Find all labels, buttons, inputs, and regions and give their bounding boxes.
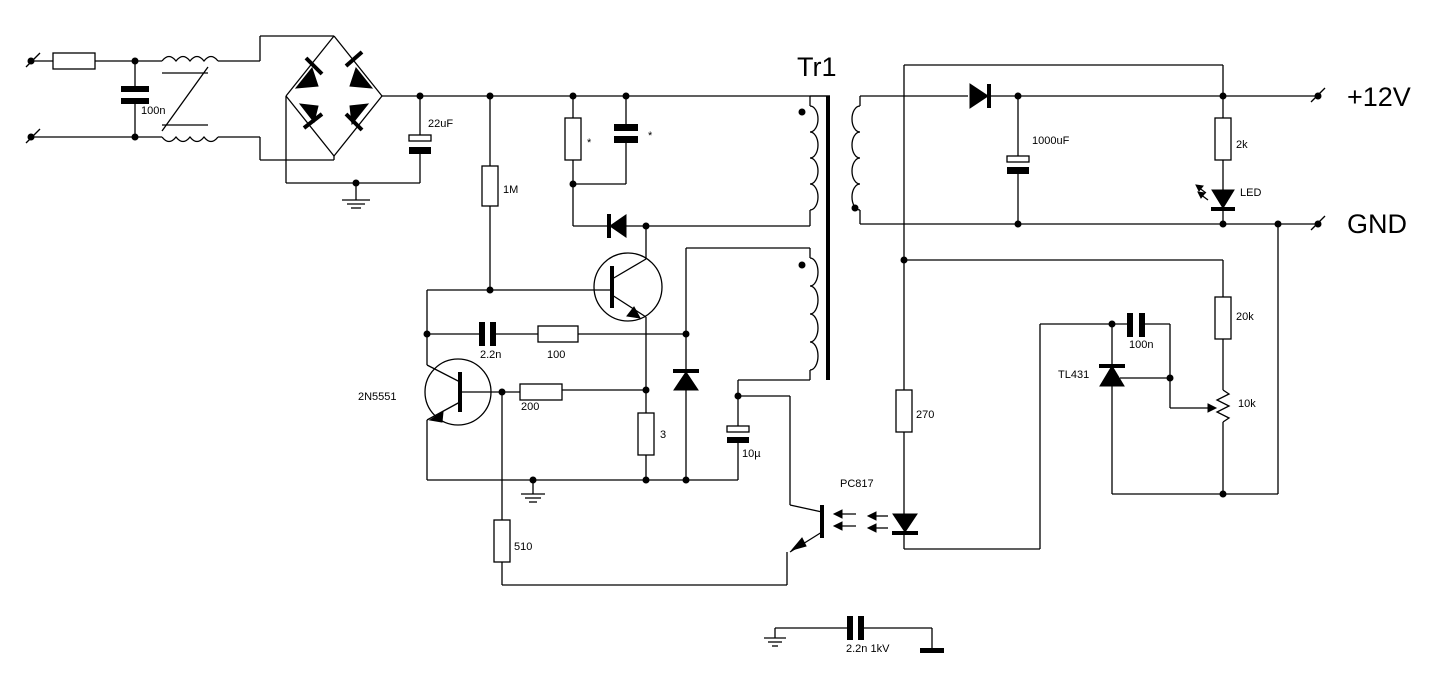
- aux-winding: 10µ: [673, 247, 810, 505]
- r-510-label: 510: [514, 541, 532, 553]
- input-section: 100n: [25, 35, 334, 161]
- c-base-label: 2.2n: [480, 349, 501, 361]
- bridge-rectifier: [285, 35, 830, 209]
- output-terminal-gnd: [1314, 220, 1322, 228]
- switching-transistor: [427, 226, 663, 480]
- sense-network: 2.2n 100 2N5551 200 3 510: [358, 290, 787, 586]
- c-out-label: 1000uF: [1032, 135, 1070, 147]
- choke-top: [161, 55, 219, 63]
- c-y-label: 2.2n 1kV: [846, 643, 890, 655]
- transformer-label: Tr1: [797, 52, 837, 82]
- r-200-label: 200: [521, 401, 539, 413]
- output-terminal-pos: [1314, 92, 1322, 100]
- feedback-network: 20k 10k 270 100n TL431: [895, 224, 1279, 550]
- optocoupler: PC817: [786, 478, 918, 585]
- tl431-label: TL431: [1058, 369, 1089, 381]
- c-snub-label: *: [648, 130, 653, 142]
- transformer: Tr1: [797, 52, 861, 380]
- snubber: * *: [564, 92, 810, 238]
- r-20k-label: 20k: [1236, 311, 1254, 323]
- opto-label: PC817: [840, 478, 874, 490]
- led-label: LED: [1240, 187, 1261, 199]
- c-filter-label: 100n: [141, 105, 165, 117]
- pot-10k-label: 10k: [1238, 398, 1256, 410]
- out-pos-label: +12V: [1347, 82, 1411, 112]
- r-start-label: 1M: [503, 184, 518, 196]
- choke-bottom: [161, 135, 219, 143]
- q-sense-label: 2N5551: [358, 391, 397, 403]
- c-aux-label: 10µ: [742, 448, 761, 460]
- r-snub-label: *: [587, 137, 592, 149]
- start-resistor: 1M: [481, 92, 518, 290]
- potentiometer-10k: [1215, 389, 1231, 423]
- r-base-label: 100: [547, 349, 565, 361]
- r-led-label: 2k: [1236, 139, 1248, 151]
- c-tl-label: 100n: [1129, 339, 1153, 351]
- fuse-resistor: [52, 52, 96, 70]
- c-bulk-label: 22uF: [428, 118, 453, 130]
- r-sense-label: 3: [660, 429, 666, 441]
- secondary-output: +12V GND 1000uF 2k LED: [859, 64, 1411, 395]
- y-capacitor: 2.2n 1kV: [764, 616, 944, 655]
- out-gnd-label: GND: [1347, 209, 1407, 239]
- r-270-label: 270: [916, 409, 934, 421]
- bulk-capacitor: 22uF: [408, 92, 453, 183]
